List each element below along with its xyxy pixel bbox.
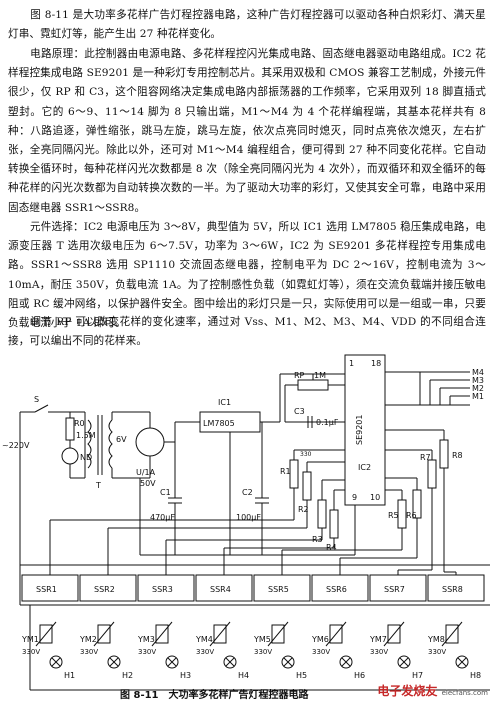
label-ym8: YM8 xyxy=(427,635,445,644)
label-ym5: YM5 xyxy=(253,635,271,644)
label-ic1-part: LM7805 xyxy=(203,419,235,428)
label-h7: H7 xyxy=(412,671,423,680)
circuit-diagram: S ~220V R0 1.5M ND T 6V U/1A 50V IC1 LM7… xyxy=(2,354,490,691)
label-c2: C2 xyxy=(242,488,253,497)
label-pin9: 9 xyxy=(352,493,357,502)
label-c1-value: 470μF xyxy=(150,513,175,522)
label-switch: S xyxy=(34,395,39,404)
label-pin1: 1 xyxy=(349,359,354,368)
label-r5: R5 xyxy=(388,511,399,520)
label-ym1: YM1 xyxy=(21,635,39,644)
label-ym7: YM7 xyxy=(369,635,387,644)
label-c2-value: 100μF xyxy=(236,513,261,522)
paragraph-adjust: 调节 RP 可以改变花样的变化速率，通过对 Vss、M1、M2、M3、M4、VD… xyxy=(8,316,486,348)
label-r2: R2 xyxy=(298,505,309,514)
label-ssr7: SSR7 xyxy=(384,585,405,594)
watermark-site: elecfans.com xyxy=(441,689,488,697)
paragraph-principle: 电路原理：此控制器由电源电路、多花样程控闪光集成电路、固态继电器驱动电路组成。I… xyxy=(8,48,486,214)
label-bridge: U/1A xyxy=(136,468,156,477)
label-c1: C1 xyxy=(160,488,171,497)
label-h8: H8 xyxy=(470,671,481,680)
label-c3: C3 xyxy=(294,407,305,416)
figure-caption: 图 8-11 大功率多花样广告灯程控器电路 xyxy=(120,690,309,701)
label-ssr2: SSR2 xyxy=(94,585,115,594)
label-ym1-volt: 330V xyxy=(22,648,40,656)
watermark-brand: 电子发烧友 xyxy=(377,684,438,698)
label-h3: H3 xyxy=(180,671,191,680)
label-ic1: IC1 xyxy=(218,398,231,407)
label-neon: ND xyxy=(80,453,92,462)
label-ym5-volt: 330V xyxy=(254,648,272,656)
label-ym4-volt: 330V xyxy=(196,648,214,656)
paragraph-components: 元件选择：IC2 电源电压为 3～8V，典型值为 5V，所以 IC1 选用 LM… xyxy=(8,221,486,330)
label-r0-value: 1.5M xyxy=(76,431,96,440)
label-ym4: YM4 xyxy=(195,635,213,644)
label-rp-value: 1M xyxy=(314,371,326,380)
label-ic2-part: SE9201 xyxy=(355,415,364,446)
ic2-body xyxy=(344,354,386,506)
label-r0: R0 xyxy=(74,419,85,428)
label-r7: R7 xyxy=(420,453,431,462)
label-transformer: T xyxy=(95,481,101,490)
label-m1: M1 xyxy=(472,392,484,401)
label-r3: R3 xyxy=(312,535,323,544)
label-r4: R4 xyxy=(326,543,337,552)
label-r1: R1 xyxy=(280,467,291,476)
label-h2: H2 xyxy=(122,671,133,680)
label-r8: R8 xyxy=(452,451,463,460)
label-ym6: YM6 xyxy=(311,635,329,644)
label-ym3: YM3 xyxy=(137,635,155,644)
label-ic2: IC2 xyxy=(358,463,371,472)
label-mains: ~220V xyxy=(2,441,30,450)
label-pin18: 18 xyxy=(371,359,381,368)
label-ssr6: SSR6 xyxy=(326,585,347,594)
label-ym8-volt: 330V xyxy=(428,648,446,656)
label-ym7-volt: 330V xyxy=(370,648,388,656)
label-ssr5: SSR5 xyxy=(268,585,289,594)
label-ym2: YM2 xyxy=(79,635,97,644)
label-c3-value: 0.1μF xyxy=(316,418,339,427)
label-m3: M3 xyxy=(472,376,484,385)
label-ssr1: SSR1 xyxy=(36,585,57,594)
label-ym3-volt: 330V xyxy=(138,648,156,656)
label-ym2-volt: 330V xyxy=(80,648,98,656)
watermark-logo: 电子发烧友 elecfans.com xyxy=(377,682,488,699)
label-ym6-volt: 330V xyxy=(312,648,330,656)
label-h1: H1 xyxy=(64,671,75,680)
label-bridge-volt: 50V xyxy=(140,479,156,488)
label-m4: M4 xyxy=(472,368,484,377)
label-h5: H5 xyxy=(296,671,307,680)
label-pin10: 10 xyxy=(370,493,380,502)
label-ssr8: SSR8 xyxy=(442,585,463,594)
label-r-value: 330 xyxy=(300,451,312,458)
label-r6: R6 xyxy=(406,511,417,520)
label-ssr3: SSR3 xyxy=(152,585,173,594)
label-h4: H4 xyxy=(238,671,249,680)
label-ssr4: SSR4 xyxy=(210,585,231,594)
label-m2: M2 xyxy=(472,384,484,393)
label-rp: RP xyxy=(294,371,305,380)
paragraph-intro: 图 8-11 是大功率多花样广告灯程控器电路，这种广告灯程控器可以驱动各种白炽彩… xyxy=(8,9,486,41)
label-secondary: 6V xyxy=(116,435,127,444)
label-h6: H6 xyxy=(354,671,365,680)
